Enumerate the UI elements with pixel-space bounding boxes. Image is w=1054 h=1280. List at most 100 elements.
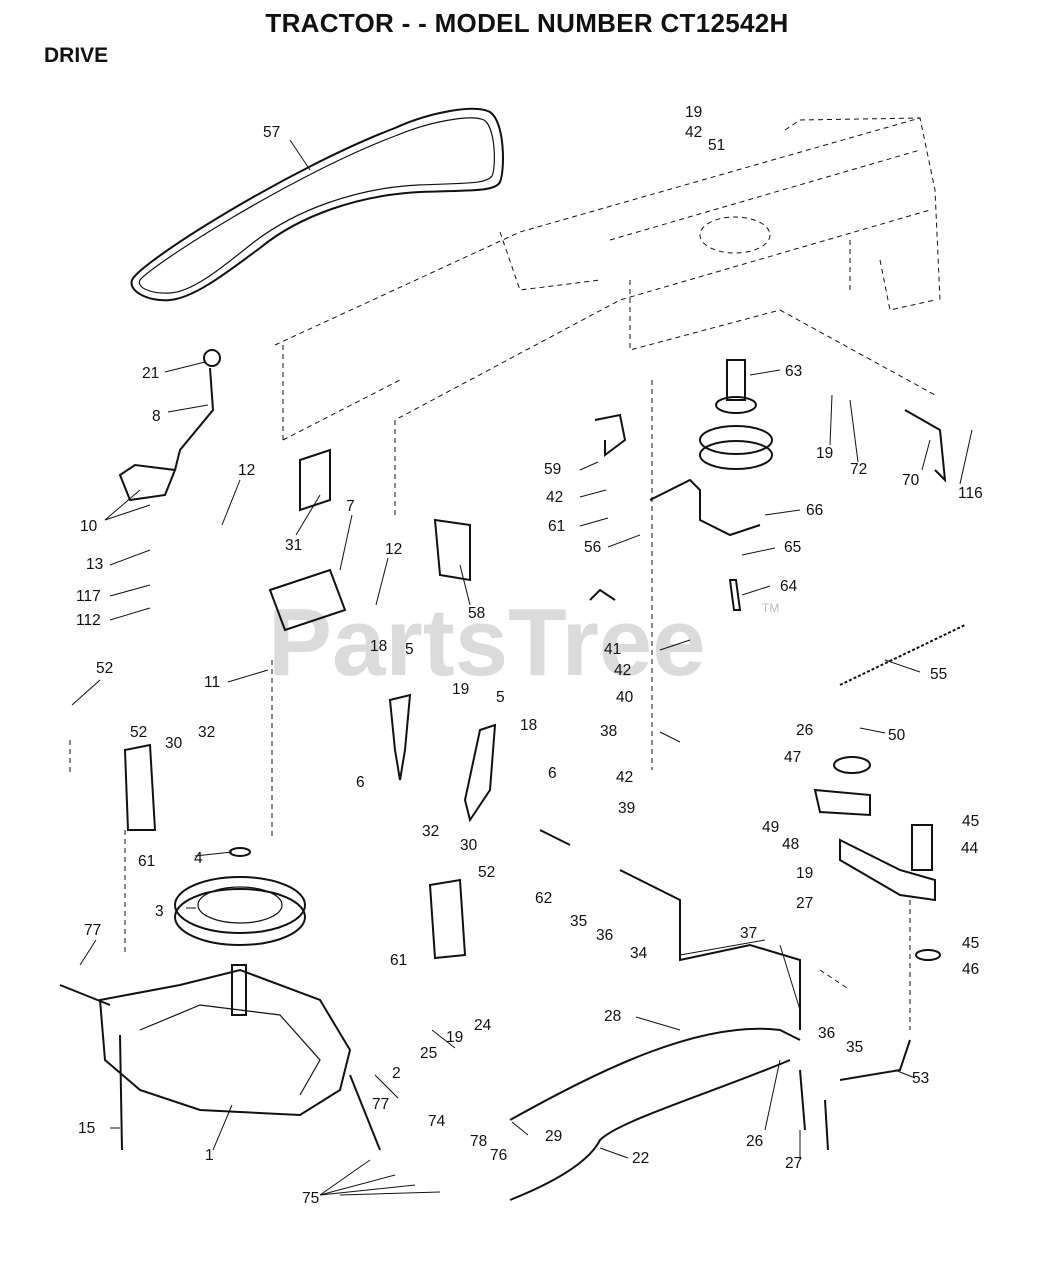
part-label: 19 [796,865,813,882]
part-label: 66 [806,502,823,519]
arms [268,413,627,823]
part-label: 62 [535,890,552,907]
part-label: 40 [616,689,634,706]
part-label: 24 [474,1017,492,1034]
part-label: 61 [390,952,407,969]
part-label: 19 [685,104,702,121]
part-label: 39 [618,800,635,817]
watermark-trademark: TM [762,601,779,615]
part-label: 48 [782,836,799,853]
part-label: 26 [796,722,813,739]
part-label: 11 [204,674,220,691]
part-label: 5 [405,641,414,658]
part-label: 5 [496,689,505,706]
section-title: DRIVE [44,44,109,67]
part-label: 74 [428,1113,446,1130]
idler-assembly [813,409,947,961]
main-pulley [174,660,306,946]
part-label: 7 [346,498,355,515]
part-label: 61 [548,518,565,535]
part-label: 42 [685,124,702,141]
part-label: 41 [604,641,621,658]
part-label: 57 [263,124,280,141]
part-label: 22 [632,1150,649,1167]
part-label: 55 [930,666,947,683]
part-label: 44 [961,840,979,857]
watermark: PartsTree [268,589,706,696]
part-label: 30 [460,837,478,854]
part-label: 30 [165,735,183,752]
part-label: 70 [902,472,920,489]
part-label: 12 [385,541,402,558]
part-label: 32 [422,823,439,840]
spring [839,624,966,686]
part-label: 112 [76,612,101,629]
part-label: 35 [846,1039,863,1056]
part-label: 29 [545,1128,562,1145]
part-label: 6 [356,774,365,791]
part-label: 61 [138,853,155,870]
part-label: 27 [796,895,813,912]
part-label: 3 [155,903,164,920]
part-label: 50 [888,727,906,744]
part-label: 77 [84,922,101,939]
part-label: 26 [746,1133,763,1150]
part-label: 51 [708,137,725,154]
part-label: 18 [520,717,537,734]
part-label: 45 [962,813,979,830]
part-label: 34 [630,945,648,962]
transaxle [59,964,381,1151]
pulley-assembly [649,359,773,770]
part-label: 77 [372,1096,389,1113]
part-label: 35 [570,913,587,930]
part-label: 12 [238,462,255,479]
part-label: 59 [544,461,561,478]
part-label: 13 [86,556,103,573]
part-label: 72 [850,461,867,478]
part-label: 42 [614,662,631,679]
part-label: 4 [194,850,203,867]
part-label: 27 [785,1155,802,1172]
part-label: 56 [584,539,601,556]
part-label: 2 [392,1065,401,1082]
part-label: 76 [490,1147,507,1164]
page-title: TRACTOR - - MODEL NUMBER CT12542H [265,8,789,38]
leader-lines [104,139,921,743]
part-label: 45 [962,935,979,952]
part-label: 52 [96,660,113,677]
label-leaders [71,394,973,1196]
brackets [69,740,467,960]
part-label: 38 [600,723,617,740]
part-label: 37 [740,925,757,942]
tractor-frame [274,117,941,515]
part-label: 19 [452,681,469,698]
part-label: 36 [818,1025,835,1042]
rods-and-shafts [509,829,911,1201]
part-label: 58 [468,605,485,622]
part-label: 21 [142,365,159,382]
shift-lever [118,349,221,502]
drive-belt [130,107,504,302]
part-label: 65 [784,539,801,556]
part-label: 28 [604,1008,621,1025]
part-label: 78 [470,1133,487,1150]
part-label: 15 [78,1120,95,1137]
part-label: 10 [80,518,98,535]
part-label: 75 [302,1190,319,1207]
part-label: 46 [962,961,979,978]
part-label: 31 [285,537,302,554]
part-label: 117 [76,588,101,605]
part-label: 32 [198,724,215,741]
part-labels: 57 19 42 51 21 8 63 19 72 70 116 59 42 6… [76,104,983,1207]
part-label: 1 [205,1147,214,1164]
part-label: 18 [370,638,387,655]
part-label: 8 [152,408,161,425]
part-label: 19 [446,1029,463,1046]
part-label: 53 [912,1070,929,1087]
part-label: 52 [130,724,147,741]
part-label: 64 [780,578,798,595]
part-label: 25 [420,1045,437,1062]
part-label: 63 [785,363,802,380]
part-label: 116 [958,485,983,502]
